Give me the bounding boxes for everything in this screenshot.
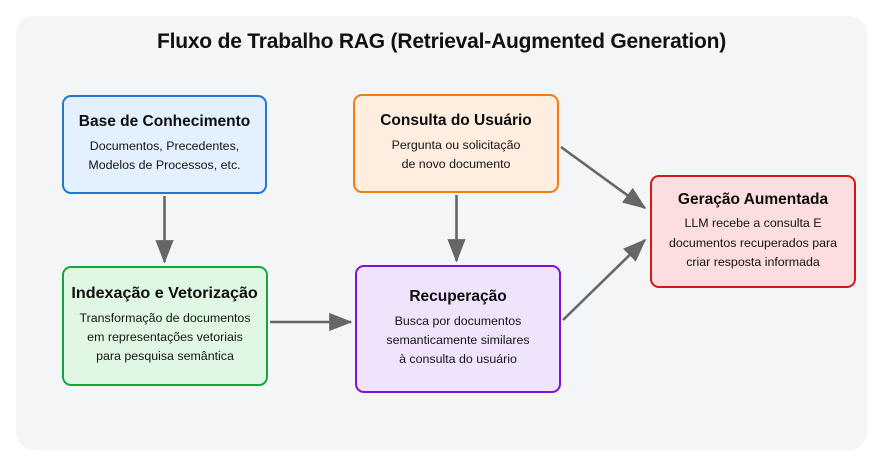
node-indexing[interactable]: Indexação e Vetorização Transformação de… (62, 266, 268, 386)
node-retrieval-description: Busca por documentos semanticamente simi… (386, 313, 530, 367)
node-knowledge-base-title: Base de Conhecimento (78, 113, 251, 131)
node-augmented-generation-title: Geração Aumentada (677, 190, 829, 208)
page-title: Fluxo de Trabalho RAG (Retrieval-Augment… (156, 30, 727, 53)
node-augmented-generation-description: LLM recebe a consulta E documentos recup… (668, 216, 838, 269)
node-retrieval-title: Recuperação (409, 288, 507, 306)
node-augmented-generation[interactable]: Geração Aumentada LLM recebe a consulta … (650, 175, 856, 288)
node-indexing-title: Indexação e Vetorização (71, 285, 259, 303)
node-knowledge-base-description: Documentos, Precedentes, Modelos de Proc… (88, 139, 241, 173)
node-knowledge-base[interactable]: Base de Conhecimento Documentos, Precede… (62, 95, 267, 194)
node-user-query[interactable]: Consulta do Usuário Pergunta ou solicita… (353, 94, 559, 193)
node-user-query-title: Consulta do Usuário (380, 112, 532, 130)
node-retrieval[interactable]: Recuperação Busca por documentos semanti… (355, 265, 561, 393)
node-user-query-description: Pergunta ou solicitação de novo document… (391, 138, 521, 172)
node-indexing-description: Transformação de documentos em represent… (79, 310, 251, 364)
